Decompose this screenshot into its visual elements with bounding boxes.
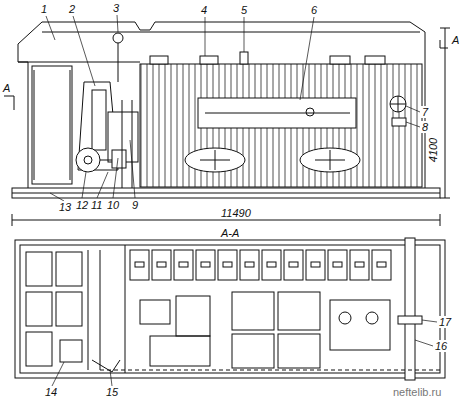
callout-number: 13 [58,201,72,213]
dimension-text: 11490 [220,207,252,219]
cabinet-box [377,262,386,267]
callout-number: 3 [112,2,120,14]
callout-number: 7 [421,106,429,118]
watermark: neftelib.ru [392,386,442,398]
callout-number: 16 [434,340,448,352]
callout-number: 1 [40,3,48,15]
cabinet-box [262,250,281,280]
cabinet-box [179,262,188,267]
mixer-window [300,148,360,172]
callout-number: 2 [68,3,76,15]
cabinet-box [355,262,364,267]
skid-base [12,188,440,198]
section-mark: А [2,82,11,94]
unit-14 [60,340,82,362]
cabinet-box [201,262,210,267]
callout-number: 5 [240,4,248,16]
dimension-text: 4100 [427,137,439,163]
callout-number: 12 [75,199,89,211]
cabinet-box [328,250,347,280]
unit-7 [390,96,406,112]
section-mark: А-А [220,227,240,239]
cabinet-box [130,250,149,280]
cabinet-box [350,250,369,280]
cabinet-box [196,250,215,280]
housing-outline [18,22,425,188]
callout-number: 10 [106,199,120,211]
section-mark: А [451,34,460,46]
callout-number: 17 [438,316,452,328]
cabinet-box [306,250,325,280]
cabinet-box [152,250,171,280]
callout-number: 14 [44,386,58,398]
callout-number: 4 [200,4,208,16]
cabinet-box [223,262,232,267]
mixer-window [185,148,245,172]
cabinet-box [333,262,342,267]
corrugated-wall [140,64,422,187]
door [32,66,72,184]
pump-12 [76,148,100,172]
cabinet-box [289,262,298,267]
unit-17 [398,316,422,324]
callout-number: 11 [90,199,103,211]
cabinet-box [240,250,259,280]
callout-number: 8 [421,121,429,133]
callout-number: 15 [105,386,119,398]
cabinet-box [157,262,166,267]
pipe-16 [405,238,415,380]
cabinet-box [218,250,237,280]
callout-number: 6 [310,4,318,16]
unit-3 [113,33,123,43]
unit-8 [392,118,406,126]
tank-6 [198,98,356,128]
cabinet-box [174,250,193,280]
cabinet-box [135,262,144,267]
cabinet-box [267,262,276,267]
cabinet-box [311,262,320,267]
plan-outline [15,240,445,378]
callout-number: 9 [131,199,139,211]
cabinet-box [284,250,303,280]
cabinet-box [372,250,391,280]
cabinet-box [245,262,254,267]
